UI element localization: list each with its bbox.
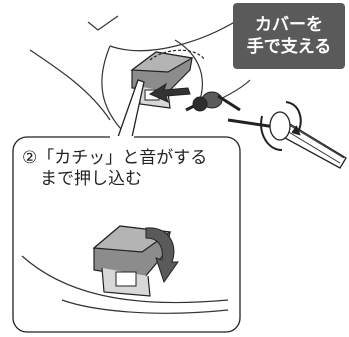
callout-leader bbox=[117, 79, 145, 138]
callout-line-1: ②「カチッ」と音がする bbox=[22, 148, 208, 168]
cover-illustration bbox=[130, 49, 206, 109]
rotate-arrow bbox=[260, 101, 302, 151]
push-arrow bbox=[148, 82, 191, 103]
badge-line-2: 手で支える bbox=[246, 37, 332, 57]
screwdriver bbox=[227, 111, 347, 169]
press-down-arrow bbox=[145, 227, 179, 284]
cable-connector bbox=[185, 91, 241, 112]
callout-instruction: ②「カチッ」と音がする まで押し込む bbox=[22, 148, 262, 190]
support-cover-badge: カバーを 手で支える bbox=[233, 3, 345, 69]
badge-line-1: カバーを bbox=[255, 15, 323, 35]
callout-line-2: まで押し込む bbox=[40, 169, 142, 189]
